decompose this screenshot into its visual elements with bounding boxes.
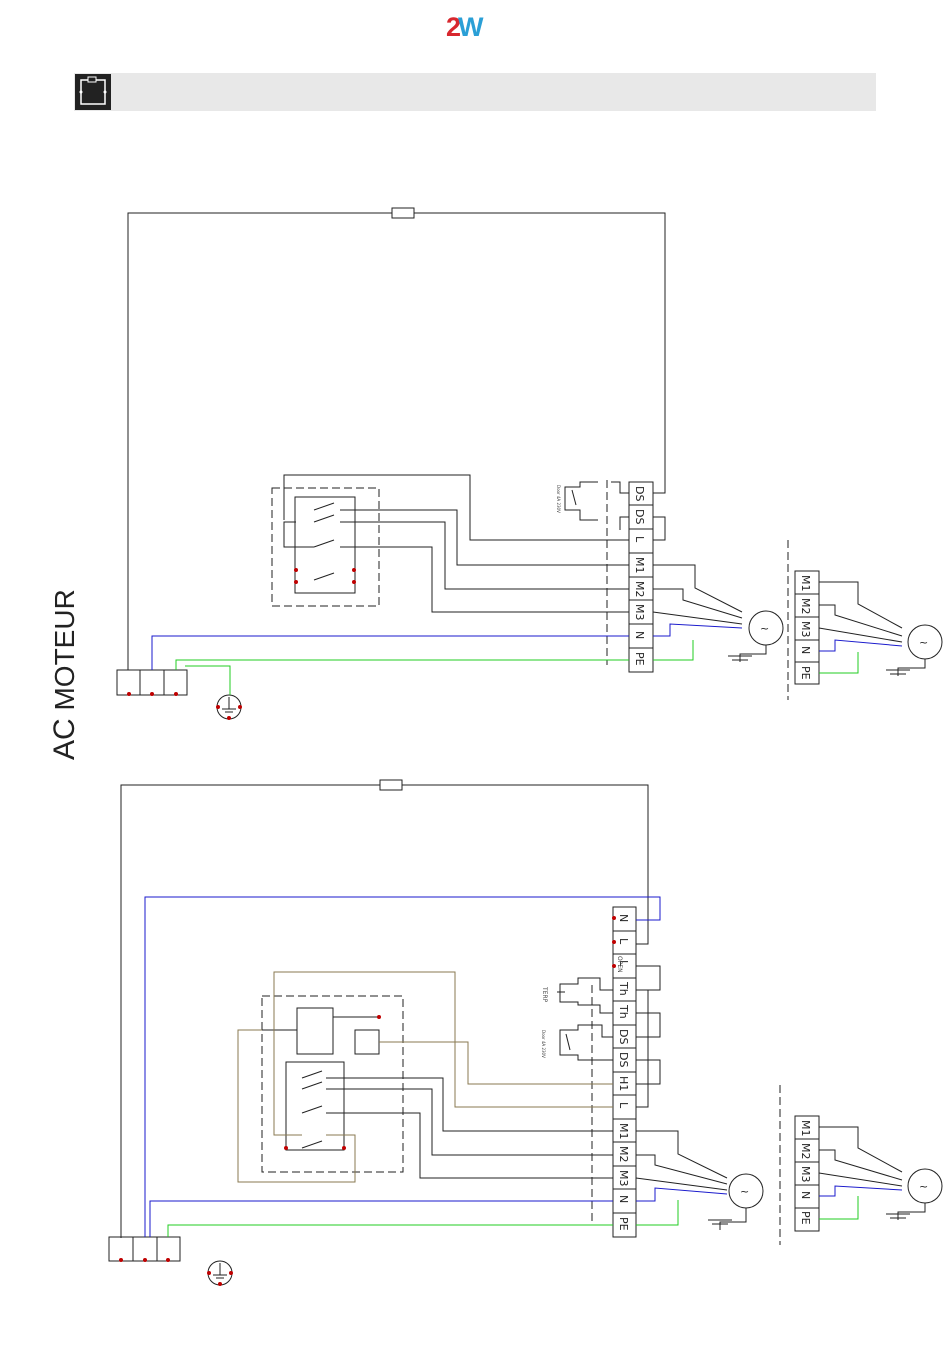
top-terminal-label: N [633, 631, 646, 639]
bottom-terminal-label: M1 [617, 1123, 630, 1140]
motor-ac-symbol: ~ [919, 1180, 928, 1193]
top-motor-terminal-label: M3 [799, 621, 812, 638]
top-terminal-label: M1 [633, 557, 646, 574]
top-terminal-label: DS [633, 486, 646, 501]
bottom-terminal-label: DS [617, 1052, 630, 1067]
bottom-motor-terminal-label: M3 [799, 1166, 812, 1183]
bottom-switch-label: Door 4A 230V [541, 1030, 546, 1058]
bottom-terminal-label: Th [617, 981, 630, 996]
top-terminal-labels: DS DS L M1 M2 M3 N PE [633, 486, 646, 666]
bottom-terminal-label: DS [617, 1029, 630, 1044]
bottom-terminal-label: Th [617, 1004, 630, 1019]
top-terminal-label: PE [633, 652, 646, 666]
terp-label: TERP [541, 986, 548, 1003]
open-label: OPEN [616, 956, 623, 973]
top-motor-terminal-label: M1 [799, 575, 812, 592]
bottom-terminal-label: M3 [617, 1170, 630, 1187]
bottom-terminal-label: PE [617, 1217, 630, 1231]
top-terminal-label: M2 [633, 581, 646, 598]
bottom-terminal-label: L [617, 1102, 630, 1109]
motor-ac-symbol: ~ [760, 622, 769, 635]
bottom-terminal-label: H1 [617, 1076, 630, 1091]
bottom-terminal-label: N [617, 914, 630, 922]
bottom-motor-terminal-labels: M1 M2 M3 N PE [799, 1120, 812, 1225]
motor-ac-symbol: ~ [740, 1185, 749, 1198]
top-terminal-label: DS [633, 509, 646, 524]
top-motor-terminal-label: PE [799, 666, 812, 680]
bottom-terminal-label: N [617, 1195, 630, 1203]
bottom-terminal-label: M2 [617, 1146, 630, 1163]
top-motor-terminal-label: M2 [799, 598, 812, 615]
bottom-terminal-label: L [617, 938, 630, 945]
bottom-motor-terminal-label: M1 [799, 1120, 812, 1137]
bottom-motor-terminal-label: PE [799, 1211, 812, 1225]
top-motor-terminal-labels: M1 M2 M3 N PE [799, 575, 812, 680]
bottom-motor-terminal-label: N [799, 1191, 812, 1199]
top-motor-terminal-label: N [799, 646, 812, 654]
top-switch-label: Door 4A 230V [556, 485, 561, 513]
motor-ac-symbol: ~ [919, 636, 928, 649]
top-terminal-label: M3 [633, 604, 646, 621]
bottom-motor-terminal-label: M2 [799, 1143, 812, 1160]
top-terminal-label: L [633, 536, 646, 543]
